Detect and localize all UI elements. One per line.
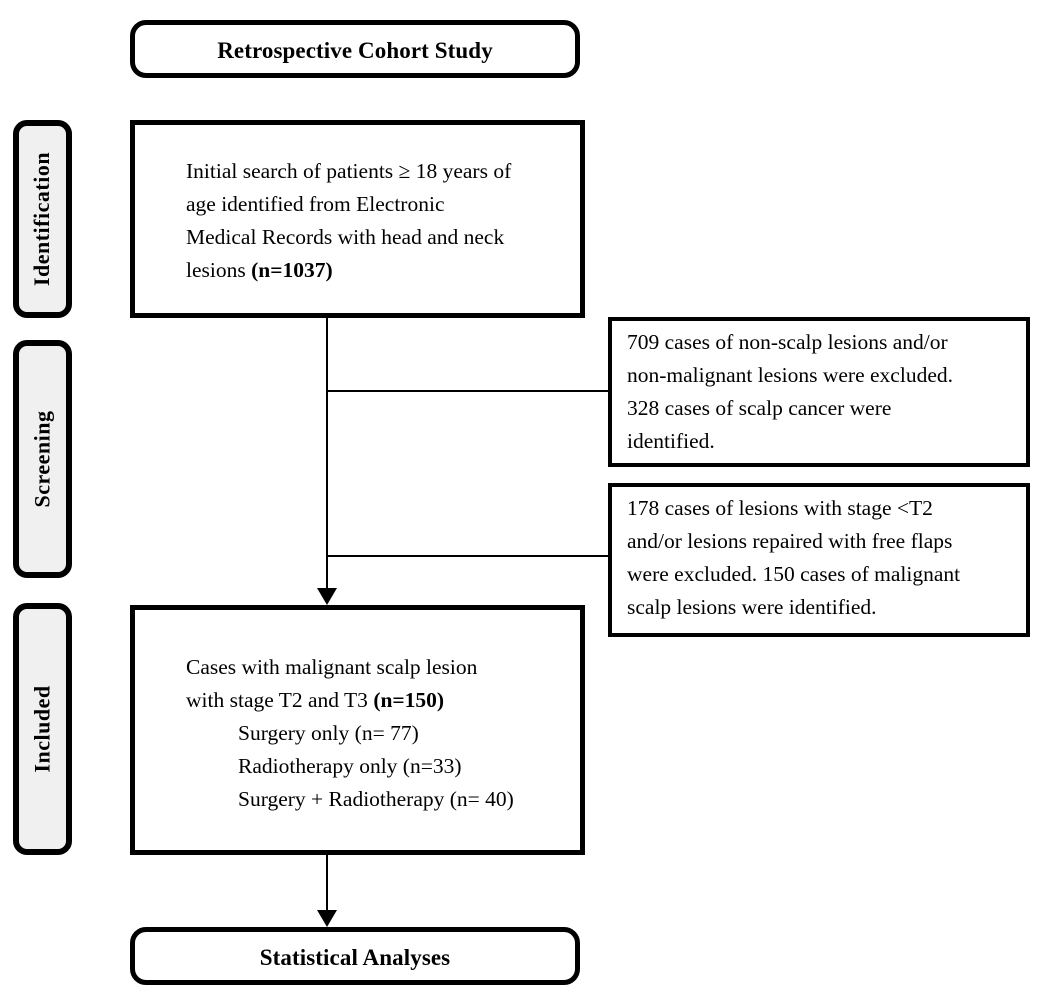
identification-box-line-4: lesions (n=1037)	[186, 254, 333, 287]
title-box-label: Retrospective Cohort Study	[217, 38, 493, 63]
identification-box-line-4-text: lesions	[186, 258, 252, 282]
included-box-subitem: Surgery + Radiotherapy (n= 40)	[238, 787, 514, 811]
exclusion-box-2	[608, 483, 1030, 637]
stage-screening-label: Screening	[29, 410, 55, 508]
connector-branch-1	[326, 390, 610, 392]
stage-included-label: Included	[29, 685, 55, 773]
stage-included: Included	[13, 603, 72, 855]
stage-identification: Identification	[13, 120, 72, 318]
exclusion-box-2-line-3: were excluded. 150 cases of malignant	[627, 562, 961, 586]
exclusion-box-2-line-2: and/or lesions repaired with free flaps	[627, 529, 953, 553]
exclusion-box-2-line-1: 178 cases of lesions with stage <T2	[627, 496, 933, 520]
exclusion-box-1-line-1: 709 cases of non-scalp lesions and/or	[627, 330, 948, 354]
exclusion-box-2-line-4: scalp lesions were identified.	[627, 595, 877, 619]
identification-box	[130, 120, 585, 318]
stage-identification-label: Identification	[29, 151, 55, 287]
identification-box-count: (n=1037)	[251, 258, 333, 282]
included-box-line-2-text: with stage T2 and T3	[186, 688, 374, 712]
included-box-subitem: Surgery only (n= 77)	[238, 721, 419, 745]
included-box-count: (n=150)	[373, 688, 445, 712]
identification-box-line-1: Initial search of patients ≥ 18 years of	[186, 159, 512, 183]
included-box-line-2: with stage T2 and T3 (n=150)	[186, 684, 444, 717]
title-box: Retrospective Cohort Study	[130, 20, 580, 78]
terminal-box-label: Statistical Analyses	[259, 945, 451, 970]
included-box	[130, 605, 585, 855]
included-box-line-1: Cases with malignant scalp lesion	[186, 655, 478, 679]
connector-trunk-arrowhead	[317, 588, 337, 605]
exclusion-box-1-line-4: identified.	[627, 429, 715, 453]
connector-terminal-arrowhead	[317, 910, 337, 927]
stage-screening: Screening	[13, 340, 72, 578]
connector-trunk-vertical	[326, 318, 328, 590]
exclusion-box-1-line-2: non-malignant lesions were excluded.	[627, 363, 953, 387]
included-box-subitem: Radiotherapy only (n=33)	[238, 754, 462, 778]
identification-box-line-3: Medical Records with head and neck	[186, 225, 505, 249]
connector-terminal-vertical	[326, 855, 328, 912]
exclusion-box-1	[608, 317, 1030, 467]
connector-branch-2	[326, 555, 610, 557]
exclusion-box-1-line-3: 328 cases of scalp cancer were	[627, 396, 892, 420]
terminal-box: Statistical Analyses	[130, 927, 580, 985]
identification-box-line-2: age identified from Electronic	[186, 192, 445, 216]
